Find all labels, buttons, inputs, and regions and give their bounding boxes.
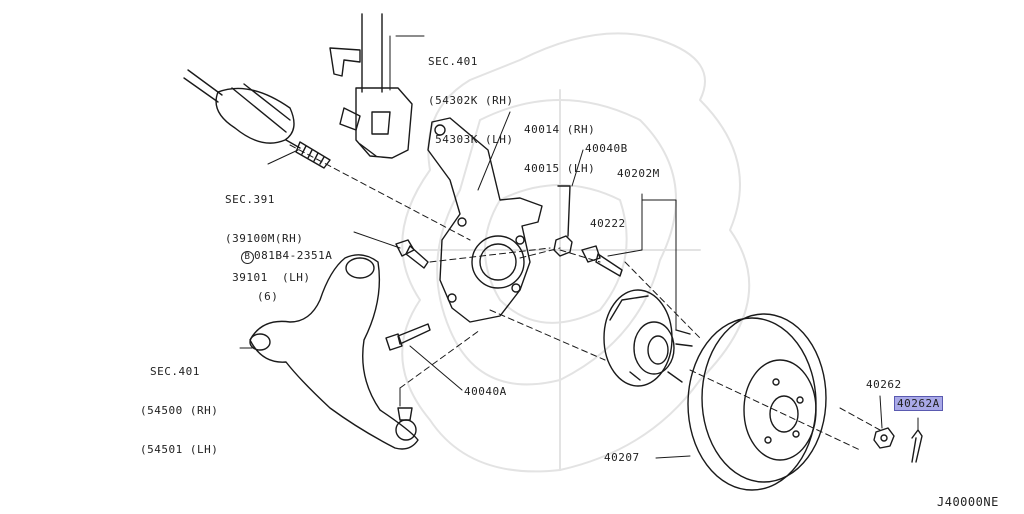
label-sec391: SEC.391 (39100M(RH) 39101 (LH) [225,167,310,297]
label-40040a: 40040A [464,385,507,398]
label-40040b: 40040B [585,142,628,155]
assembly-center-lines [289,144,881,451]
label-line: 39101 (LH) [225,271,311,284]
bolt-081b4 [395,239,429,269]
circled-b-marker: B [241,251,254,264]
label-40262: 40262 [866,378,902,391]
label-line: (54500 (RH) [140,404,219,417]
label-line: 54303K (LH) [428,133,514,146]
diagram-code: J40000NE [937,495,999,509]
leader-lines [239,35,919,459]
nut-40040b [553,185,573,257]
label-40207: 40207 [604,451,640,464]
strut [329,13,413,159]
bolt-40040a [385,323,431,351]
label-sec401-arm: SEC.401 (54500 (RH) (54501 (LH) [140,339,218,469]
hub-bolt [581,245,623,277]
hub-bearing [603,289,693,387]
label-40222: 40222 [590,217,626,230]
label-sec401-strut: SEC.401 (54302K (RH) 54303K (LH) [428,29,513,159]
steering-knuckle [427,117,543,323]
label-line: SEC.401 [428,55,478,68]
label-line: 40015 (LH) [524,162,596,175]
cotter-pin [911,429,923,463]
label-40202m: 40202M [617,167,660,180]
label-line: SEC.401 [150,365,200,378]
label-line: 40014 (RH) [524,123,596,136]
nut-40262 [873,427,895,449]
part-code: 081B4-2351A [254,249,333,262]
brake-rotor [687,313,827,491]
label-40262a-highlighted[interactable]: 40262A [894,396,943,411]
quantity: (6) [257,290,279,303]
drive-shaft [183,69,331,169]
label-line: (54501 (LH) [140,443,219,456]
lower-control-arm [249,254,419,450]
label-knuckle: 40014 (RH) 40015 (LH) [524,97,595,188]
label-line: SEC.391 [225,193,275,206]
label-line: (54302K (RH) [428,94,514,107]
label-line: (39100M(RH) [225,232,304,245]
